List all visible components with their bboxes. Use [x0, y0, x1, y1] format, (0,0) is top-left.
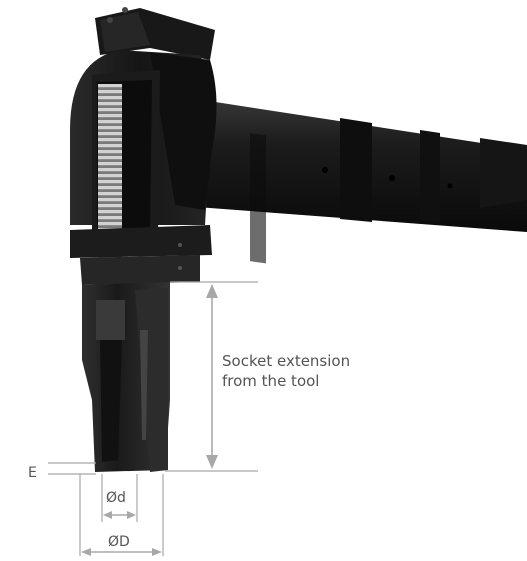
collar [70, 225, 212, 285]
socket-extension [82, 282, 170, 472]
inner-diameter-dimension [101, 474, 138, 522]
extension-dimension [165, 281, 258, 472]
outer-diameter-dimension [79, 474, 164, 556]
extension-label-line2: from the tool [222, 372, 319, 390]
e-dimension [48, 462, 96, 475]
extension-label-line1: Socket extension [222, 352, 350, 370]
handle-tube [170, 95, 527, 264]
outer-diameter-label: ØD [108, 534, 130, 550]
angle-head-body [70, 50, 217, 240]
e-label: E [28, 465, 37, 481]
angle-head-cap [95, 7, 215, 60]
inner-diameter-label: Ød [106, 490, 126, 506]
